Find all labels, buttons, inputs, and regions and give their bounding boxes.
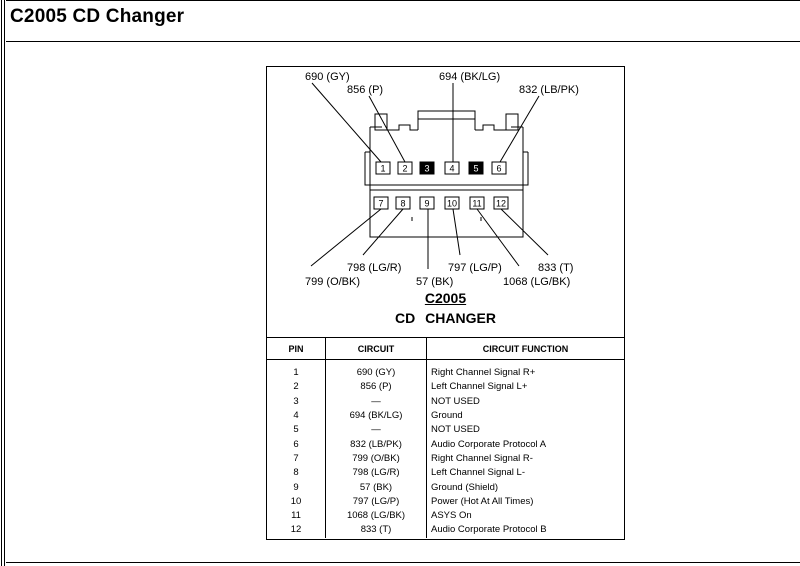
header-function: CIRCUIT FUNCTION	[426, 337, 624, 360]
cavity-1: 1	[375, 161, 391, 175]
callout-1068: 1068 (LG/BK)	[503, 276, 570, 288]
top-rule	[6, 0, 800, 1]
cell-function: ASYS On	[426, 508, 624, 524]
cell-function: Audio Corporate Protocol B	[426, 523, 624, 538]
pinout-table: PIN CIRCUIT CIRCUIT FUNCTION 1 690 (GY) …	[267, 337, 624, 538]
connector-diagram: 690 (GY) 856 (P) 694 (BK/LG) 832 (LB/PK)	[305, 71, 579, 288]
cell-function: Right Channel Signal R+	[426, 366, 624, 381]
cavity-12: 12	[493, 196, 509, 210]
cavity-label: 11	[472, 199, 481, 209]
table-row: 9 57 (BK) Ground (Shield)	[267, 480, 624, 495]
cavity-6: 6	[491, 161, 507, 175]
table-row: 7 799 (O/BK) Right Channel Signal R-	[267, 451, 624, 467]
cell-pin: 9	[293, 481, 299, 493]
cell-circuit: 798 (LG/R)	[325, 466, 427, 481]
table-row: 11 1068 (LG/BK) ASYS On	[267, 508, 624, 524]
cell-pin: 3	[293, 395, 299, 407]
cavity-label: 9	[424, 199, 429, 209]
callout-798: 798 (LG/R)	[347, 262, 401, 274]
connector-name: C2005	[424, 290, 467, 306]
cell-circuit: 833 (T)	[325, 523, 427, 538]
cell-circuit: 1068 (LG/BK)	[325, 508, 427, 524]
cell-pin: 1	[293, 367, 299, 379]
table-row: 5 — NOT USED	[267, 423, 624, 438]
cell-function: Ground	[426, 408, 624, 424]
connector-panel: 690 (GY) 856 (P) 694 (BK/LG) 832 (LB/PK)	[266, 66, 625, 540]
cell-function: Ground (Shield)	[426, 480, 624, 495]
cell-circuit: —	[325, 423, 427, 438]
cavity-9: 9	[419, 196, 435, 210]
callout-799: 799 (O/BK)	[305, 276, 360, 288]
cell-function: NOT USED	[426, 394, 624, 409]
table-row: 6 832 (LB/PK) Audio Corporate Protocol A	[267, 437, 624, 452]
table-row: 3 — NOT USED	[267, 394, 624, 409]
cell-circuit: 832 (LB/PK)	[325, 437, 427, 452]
cavity-label: 10	[447, 199, 457, 209]
cell-pin: 4	[293, 410, 299, 422]
cell-pin: 10	[290, 495, 302, 507]
cell-function: Audio Corporate Protocol A	[426, 437, 624, 452]
cavity-label: 4	[449, 164, 454, 174]
cavity-2: 2	[397, 161, 413, 175]
cell-pin: 7	[293, 452, 299, 464]
connector-description: CD CHANGER	[395, 310, 496, 326]
callout-57: 57 (BK)	[416, 276, 453, 288]
cell-pin: 2	[293, 381, 299, 393]
cell-pin: 12	[290, 524, 302, 536]
cavity-4: 4	[444, 161, 460, 175]
table-header-row: PIN CIRCUIT CIRCUIT FUNCTION	[267, 337, 624, 360]
cell-pin: 6	[293, 438, 299, 450]
page-title: C2005 CD Changer	[10, 6, 185, 27]
cell-circuit: —	[325, 394, 427, 409]
cell-circuit: 856 (P)	[325, 380, 427, 395]
table-row: 2 856 (P) Left Channel Signal L+	[267, 380, 624, 395]
table-spacer	[267, 359, 624, 366]
cell-circuit: 799 (O/BK)	[325, 451, 427, 467]
cell-circuit: 57 (BK)	[325, 480, 427, 495]
callout-797: 797 (LG/P)	[448, 262, 502, 274]
connector-housing	[364, 110, 529, 238]
table-row: 8 798 (LG/R) Left Channel Signal L-	[267, 466, 624, 481]
callout-832: 832 (LB/PK)	[519, 84, 579, 96]
cavity-label: 7	[378, 199, 383, 209]
cell-function: Right Channel Signal R-	[426, 451, 624, 467]
table-row: 1 690 (GY) Right Channel Signal R+	[267, 366, 624, 381]
callout-856: 856 (P)	[347, 84, 383, 96]
table-row: 12 833 (T) Audio Corporate Protocol B	[267, 523, 624, 538]
callout-690: 690 (GY)	[305, 71, 350, 83]
cell-circuit: 797 (LG/P)	[325, 494, 427, 509]
header-circuit: CIRCUIT	[325, 337, 427, 360]
cell-function: Left Channel Signal L+	[426, 380, 624, 395]
cell-function: Power (Hot At All Times)	[426, 494, 624, 509]
cavity-label: 6	[496, 164, 501, 174]
window-left-border	[1, 0, 5, 566]
cavity-5: 5	[468, 161, 484, 175]
cavity-label: 12	[496, 199, 506, 209]
cavity-8: 8	[395, 196, 411, 210]
cavity-label: 2	[402, 164, 407, 174]
title-divider	[6, 41, 800, 42]
cavity-label: 8	[400, 199, 405, 209]
callout-694: 694 (BK/LG)	[439, 71, 500, 83]
cell-pin: 8	[293, 467, 299, 479]
cell-circuit: 690 (GY)	[325, 366, 427, 381]
bottom-rule	[6, 562, 800, 563]
cavity-label: 5	[473, 164, 478, 174]
cell-pin: 5	[293, 424, 299, 436]
cavity-3: 3	[419, 161, 435, 175]
table-row: 10 797 (LG/P) Power (Hot At All Times)	[267, 494, 624, 509]
cell-function: NOT USED	[426, 423, 624, 438]
cavity-label: 1	[380, 164, 385, 174]
callout-833: 833 (T)	[538, 262, 573, 274]
cell-function: Left Channel Signal L-	[426, 466, 624, 481]
leader-lines	[310, 82, 549, 269]
table-row: 4 694 (BK/LG) Ground	[267, 408, 624, 424]
cavity-10: 10	[444, 196, 460, 210]
cavity-label: 3	[424, 164, 429, 174]
header-pin: PIN	[267, 337, 326, 360]
cell-pin: 11	[291, 510, 301, 522]
cavity-7: 7	[373, 196, 389, 210]
cavity-11: 11	[469, 196, 485, 210]
cell-circuit: 694 (BK/LG)	[325, 408, 427, 424]
